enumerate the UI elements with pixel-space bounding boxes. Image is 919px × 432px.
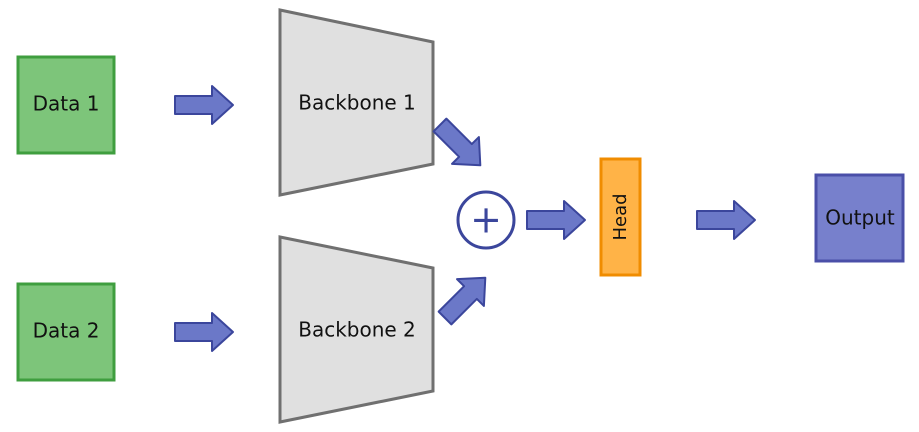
combine-circle (456, 190, 516, 250)
arrow-head-to-output (696, 200, 756, 240)
arrow-backbone-2-to-combine (437, 276, 487, 326)
combine-symbol: + (470, 198, 502, 242)
backbone-2-label: Backbone 2 (298, 318, 416, 342)
data-2-label: Data 2 (33, 319, 100, 343)
backbone-1-label: Backbone 1 (298, 91, 416, 115)
arrow-data-1-to-backbone-1 (174, 85, 234, 125)
backbone-1-shape (278, 8, 435, 197)
data-1-box (16, 55, 116, 155)
arrow-combine-to-head (526, 200, 586, 240)
arrow-backbone-1-to-combine (432, 117, 482, 167)
head-box (599, 157, 642, 277)
data-1-label: Data 1 (33, 92, 100, 116)
backbone-2-shape (278, 235, 435, 424)
output-box (814, 173, 905, 263)
head-label: Head (610, 193, 631, 240)
output-label: Output (825, 206, 895, 230)
arrow-data-2-to-backbone-2 (174, 312, 234, 352)
data-2-box (16, 282, 116, 382)
